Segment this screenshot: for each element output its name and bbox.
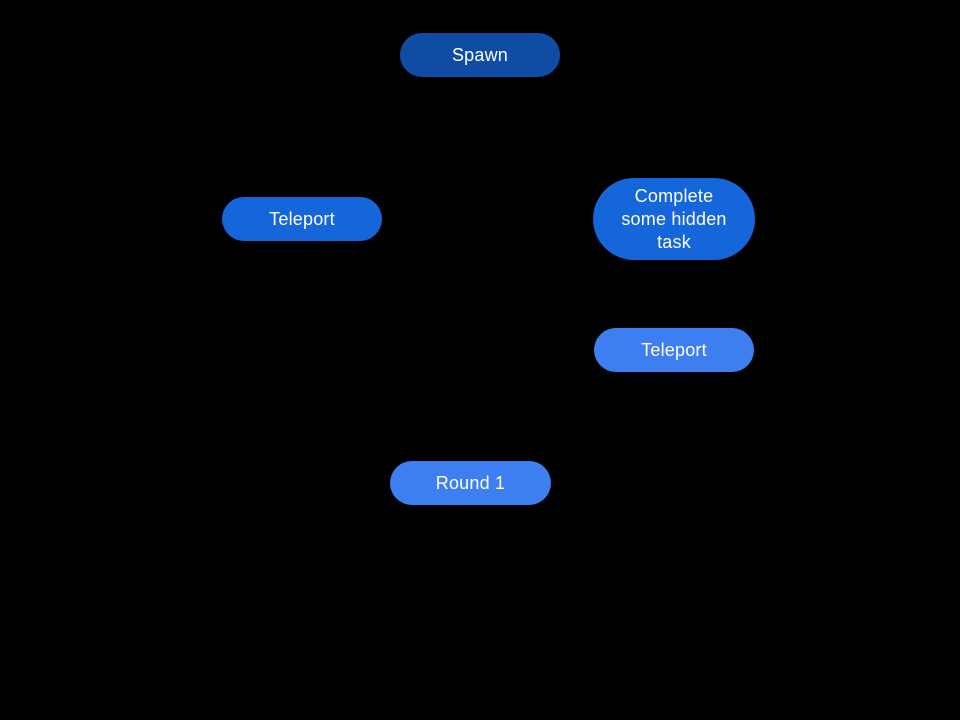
node-complete-hidden-task: Complete some hidden task	[593, 178, 755, 260]
node-complete-hidden-task-label-line-1: Complete	[634, 185, 714, 206]
node-spawn: Spawn	[400, 33, 560, 77]
node-teleport-right: Teleport	[594, 328, 754, 372]
node-teleport-left-label: Teleport	[269, 208, 335, 229]
node-round-1-label: Round 1	[435, 472, 506, 493]
node-round-1: Round 1	[390, 461, 551, 505]
node-teleport-left: Teleport	[222, 197, 382, 241]
node-complete-hidden-task-label-line-2: some hidden	[621, 208, 727, 229]
node-spawn-label: Spawn	[451, 44, 509, 65]
node-teleport-right-label: Teleport	[641, 339, 707, 360]
node-complete-hidden-task-label-line-3: task	[657, 231, 691, 252]
